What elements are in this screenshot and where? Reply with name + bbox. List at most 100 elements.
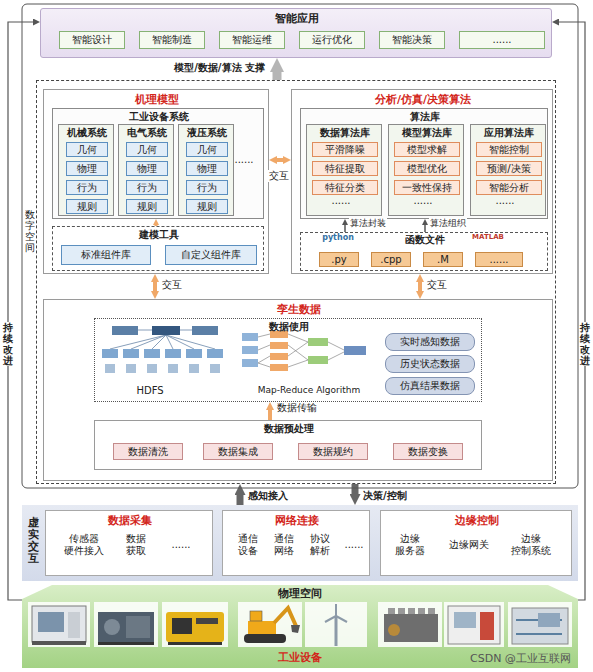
node-text: 特征分类 [325, 182, 365, 194]
excavator-bucket [291, 625, 300, 633]
file-box: .cpp [371, 252, 411, 267]
process-plant [512, 608, 568, 644]
node-text: 物理空间 [22, 587, 578, 600]
item-box: 平滑降噪 [312, 142, 378, 157]
node-text: 行为 [197, 182, 217, 194]
picture-tile [444, 602, 504, 647]
node-text: 边缘 服务器 [391, 533, 429, 557]
band: 虚实交互数据采集传感器 硬件接入数据 获取......网络连接通信 设备通信 网… [22, 505, 578, 581]
item-box: 特征分类 [312, 180, 378, 195]
node-text: 历史状态数据 [400, 358, 460, 370]
mr-link [328, 342, 344, 350]
text-line: 数据 [120, 533, 152, 545]
pipe [516, 619, 562, 621]
app-box: 智能制造 [139, 31, 205, 49]
item-box: 标准组件库 [61, 245, 151, 265]
node-text: 智能分析 [489, 182, 529, 194]
node-text: ...... [341, 539, 367, 551]
mr-link [258, 345, 270, 350]
turbine-blade [336, 616, 347, 622]
mr-link [258, 356, 270, 363]
mr-link [288, 360, 308, 367]
mr-link [258, 363, 270, 367]
node-text: 机械系统 [59, 127, 115, 139]
group-box: 建模工具标准组件库自定义组件库 [52, 226, 264, 271]
node-text: 几何 [137, 144, 157, 156]
hdfs-link [166, 335, 173, 349]
app-box: 运行优化 [299, 31, 365, 49]
disk-icon [189, 364, 199, 373]
node-text: 智能设计 [72, 34, 112, 46]
node-text: 算法库 [301, 111, 549, 123]
label: CSDN @工业互联网 [470, 652, 571, 665]
group-box: 数据采集传感器 硬件接入数据 获取...... [45, 510, 213, 576]
picture-tile [238, 602, 302, 647]
picture-tile [94, 602, 158, 647]
mr-input [242, 346, 258, 354]
item-box: 规则 [186, 199, 228, 214]
connector [237, 495, 244, 505]
connector [8, 22, 33, 600]
picture-tile [508, 602, 572, 647]
connector [352, 484, 359, 494]
node-text: ...... [166, 539, 196, 551]
data-node [102, 349, 118, 358]
engine-cylinder [388, 608, 395, 614]
item-box: 预测/决策 [476, 161, 542, 176]
data-node [144, 349, 160, 358]
excavator-track [244, 634, 286, 643]
node-text: 网络连接 [223, 514, 371, 527]
turbine-blade [325, 616, 336, 622]
label: HDFS [125, 385, 175, 397]
node-text: 物理 [197, 163, 217, 175]
edge-label: 交互 [161, 279, 183, 291]
connector [268, 410, 272, 420]
node-text: 液压系统 [179, 127, 235, 139]
node-text: 几何 [77, 144, 97, 156]
edge-label: 决策/控制 [362, 490, 408, 502]
item-box: 模型求解 [394, 142, 460, 157]
engine-cylinder [408, 608, 415, 614]
node-text: 机理模型 [44, 93, 270, 106]
item-box: 模型优化 [394, 161, 460, 176]
node-text: 仿真结果数据 [400, 380, 460, 392]
node-text: 预测/决策 [487, 163, 530, 175]
node-text: ...... [492, 34, 511, 46]
node-text: 智能决策 [392, 34, 432, 46]
node-text: 一致性保持 [402, 182, 452, 194]
item-box: 数据集成 [203, 443, 273, 460]
database-box: 实时感知数据 [385, 333, 475, 351]
node-text: 通信 设备 [235, 533, 261, 557]
label: ...... [485, 195, 525, 207]
machine-window [38, 612, 64, 632]
machine-window [454, 612, 476, 628]
edge-label: 算法封装 [349, 218, 387, 229]
mr-link [288, 342, 308, 356]
item-box: 智能控制 [476, 142, 542, 157]
node-text: .py [331, 254, 346, 266]
node-text: 分析/仿真/决策算法 [292, 93, 554, 106]
node-text: 工业设备系统 [53, 111, 265, 123]
node-text: 行为 [77, 182, 97, 194]
node-text: 边缘网关 [445, 539, 493, 551]
hdfs-diagram [102, 326, 223, 373]
text-line: 硬件接入 [58, 545, 110, 557]
node-text: 特征提取 [325, 163, 365, 175]
edge-label: 感知接入 [247, 490, 289, 502]
item-box: 行为 [126, 180, 168, 195]
item-box: 物理 [126, 161, 168, 176]
picture-tile [28, 602, 90, 647]
item-box: 自定义组件库 [165, 245, 257, 265]
item-box: 规则 [66, 199, 108, 214]
column-box: 电气系统几何物理行为规则 [118, 124, 174, 216]
item-box: 特征提取 [312, 161, 378, 176]
band-shape [22, 585, 578, 668]
engine-pulley [388, 624, 400, 636]
item-box: 规则 [126, 199, 168, 214]
hdfs-link [152, 335, 166, 349]
cnc-machine [32, 606, 86, 642]
text-line: 协议 [307, 533, 333, 545]
